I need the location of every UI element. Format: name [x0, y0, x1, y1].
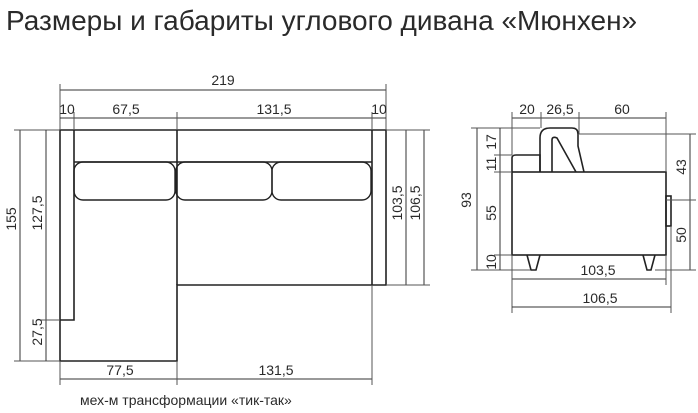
top-view: 219 10 67,5 131,5 10 155 127,5 27,5 103,… — [3, 72, 430, 385]
side-view: 20 26,5 60 93 17 11 55 10 43 50 103,5 10… — [458, 101, 696, 313]
label-total-width: 219 — [211, 72, 235, 88]
label-side-55: 55 — [483, 205, 499, 221]
label-total-depth: 155 — [3, 207, 19, 231]
label-section-right: 131,5 — [256, 101, 291, 117]
top-view-backrest-line — [60, 130, 75, 321]
label-side-17: 17 — [483, 134, 499, 150]
cushion-1 — [73, 161, 176, 201]
label-side-top-b: 26,5 — [546, 101, 573, 117]
page-title: Размеры и габариты углового дивана «Мюнх… — [6, 5, 638, 36]
side-view-leg-right — [642, 254, 656, 271]
label-side-height-total: 93 — [458, 192, 474, 208]
side-view-base — [511, 171, 667, 256]
side-view-backrest-inner — [551, 136, 577, 173]
label-side-top-a: 20 — [519, 101, 535, 117]
label-arm-left: 10 — [59, 101, 75, 117]
label-side-11: 11 — [483, 157, 499, 172]
side-view-leg-left — [526, 254, 541, 271]
label-side-bottom-inner: 103,5 — [580, 262, 615, 278]
side-view-mechanism — [665, 195, 672, 227]
side-view-seat-cushion — [511, 154, 541, 172]
label-seat-depth: 103,5 — [389, 185, 405, 220]
label-side-10: 10 — [483, 254, 499, 270]
label-overall-depth: 106,5 — [407, 185, 423, 220]
side-view-backrest — [539, 127, 585, 173]
label-bottom-left: 77,5 — [106, 362, 133, 378]
label-side-50: 50 — [673, 227, 689, 243]
label-side-bottom-outer: 106,5 — [582, 290, 617, 306]
mechanism-caption: мех-м трансформации «тик-так» — [80, 392, 292, 408]
top-view-sofa-outline — [59, 129, 387, 362]
cushion-3 — [271, 161, 372, 201]
label-bottom-right: 131,5 — [258, 362, 293, 378]
label-side-top-c: 60 — [614, 101, 630, 117]
label-chaise-back-height: 127,5 — [29, 195, 45, 230]
label-side-43: 43 — [673, 159, 689, 175]
label-section-left: 67,5 — [112, 101, 139, 117]
cushion-2 — [175, 161, 273, 201]
label-arm-right: 10 — [371, 101, 387, 117]
label-chaise-arm-height: 27,5 — [29, 318, 45, 345]
